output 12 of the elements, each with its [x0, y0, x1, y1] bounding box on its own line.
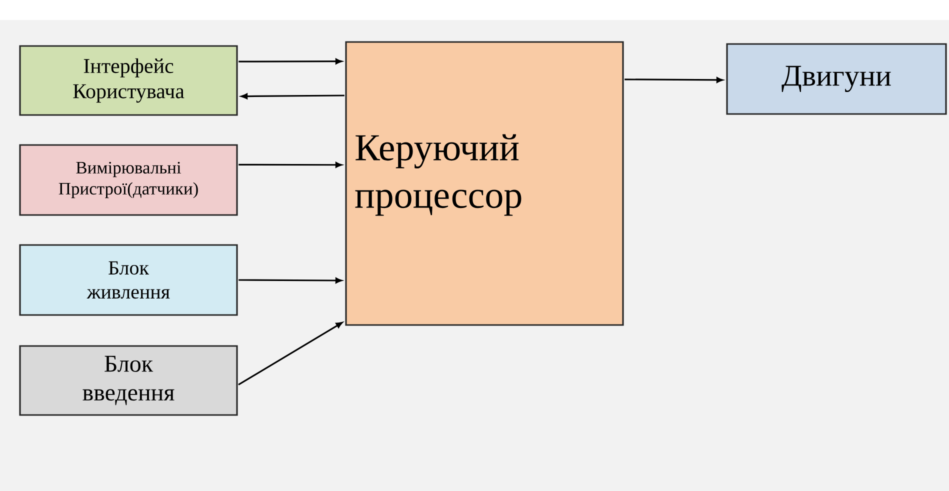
block-box: Двигуни [726, 43, 947, 115]
block-box: Блок введення [19, 345, 238, 416]
processor-box: Керуючий процессор [345, 41, 624, 326]
arrow [238, 322, 343, 386]
arrow [238, 278, 342, 284]
block-box: Блок живлення [19, 244, 238, 316]
arrow [624, 77, 724, 83]
arrow [241, 93, 344, 100]
arrow [238, 58, 342, 64]
block-box: Вимірювальні Пристрої(датчики) [19, 144, 238, 216]
arrow [238, 162, 342, 168]
block-box: Інтерфейс Користувача [19, 45, 238, 116]
